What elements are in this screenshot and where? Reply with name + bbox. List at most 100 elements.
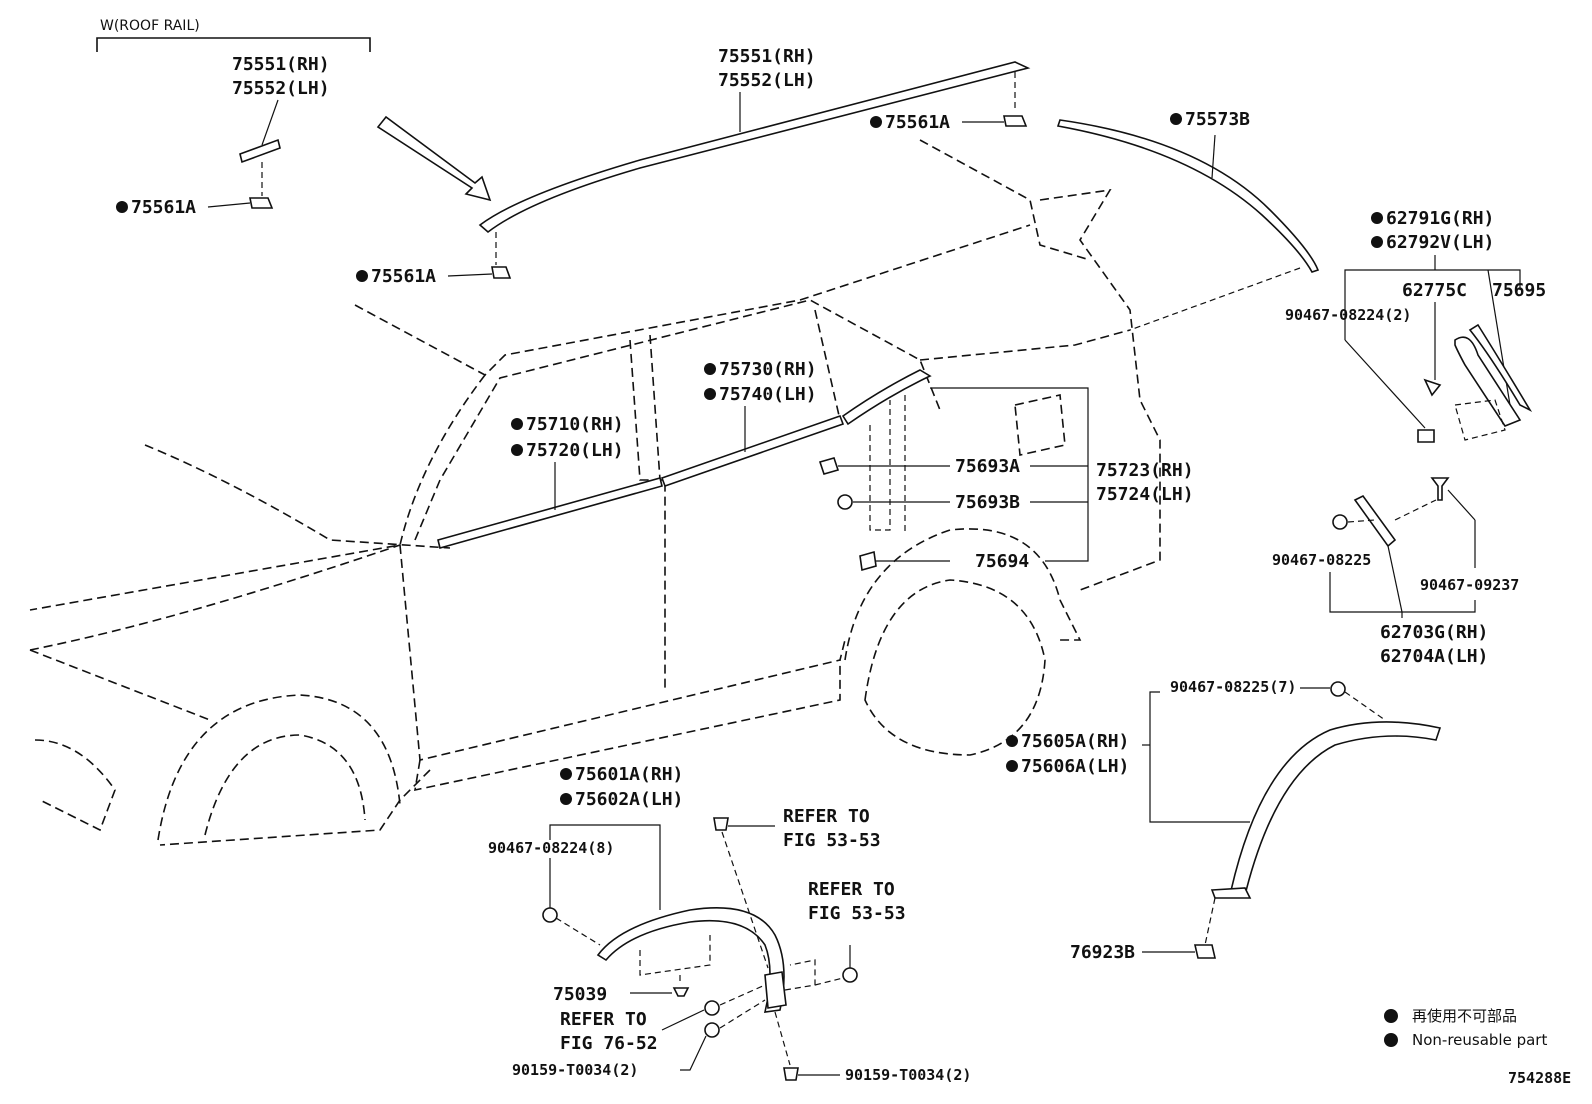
direction-arrow	[376, 115, 492, 202]
refer-mid-line2: FIG 53-53	[808, 903, 906, 924]
spoiler-edge-part	[1468, 323, 1533, 412]
spoiler-strip-part	[1056, 119, 1320, 273]
quarter-mldg-part	[841, 369, 932, 426]
pillar-clip-a-part	[1332, 514, 1348, 530]
front-arch-group: 75601A(RH) 75602A(LH) 90467-08224(8) 750…	[488, 764, 971, 1084]
belt-front-rh-label: 75710(RH)	[526, 414, 624, 435]
pillar-clip-a-label: 90467-08225	[1272, 551, 1371, 569]
group-header: W(ROOF RAIL)	[100, 18, 200, 34]
spoiler-assembly-group: 62791G(RH) 62792V(LH) 62775C 75695 90467…	[1285, 208, 1546, 443]
pillar-clip-b-label: 90467-09237	[1420, 576, 1519, 594]
figure-id: 754288E	[1508, 1069, 1571, 1087]
front-arch-clip-label: 90467-08224(8)	[488, 839, 614, 857]
legend: 再使用不可部品 Non-reusable part	[1384, 1007, 1547, 1049]
spoiler-strip-group: 75573B	[1056, 109, 1320, 331]
rear-arch-nut-label: 76923B	[1070, 942, 1135, 963]
legend-en: Non-reusable part	[1412, 1031, 1547, 1049]
screw-right-part	[783, 1067, 799, 1081]
rear-arch-clip-part	[1330, 681, 1346, 697]
quarter-mldg-rh-label: 75723(RH)	[1096, 460, 1194, 481]
spoiler-sub-b-label: 75695	[1492, 280, 1546, 301]
quarter-clip-c-label: 75694	[975, 551, 1029, 572]
inset-rail-rh-label: 75551(RH)	[232, 54, 330, 75]
spoiler-lh-label: 62792V(LH)	[1386, 232, 1494, 253]
front-arch-lh-label: 75602A(LH)	[575, 789, 683, 810]
rear-arch-rh-label: 75605A(RH)	[1021, 731, 1129, 752]
roof-rail-rh-label: 75551(RH)	[718, 46, 816, 67]
rear-arch-clip-label: 90467-08225(7)	[1170, 678, 1296, 696]
pillar-rh-label: 62703G(RH)	[1380, 622, 1488, 643]
quarter-clip-c-part	[859, 550, 877, 572]
nonreusable-mark	[704, 388, 716, 400]
nonreusable-mark	[560, 793, 572, 805]
quarter-clip-a-part	[818, 457, 840, 475]
roof-clip-rear-part	[1003, 115, 1028, 127]
legend-jp: 再使用不可部品	[1412, 1007, 1517, 1025]
nonreusable-mark	[511, 444, 523, 456]
quarter-clip-b-label: 75693B	[955, 492, 1020, 513]
quarter-clip-group: 75693A 75693B 75694 75723(RH) 75724(LH)	[818, 387, 1194, 572]
rear-arch-group: 90467-08225(7) 75605A(RH) 75606A(LH) 769…	[1006, 678, 1442, 963]
bolt-upper-part	[704, 1000, 720, 1016]
belt-front-lh-label: 75720(LH)	[526, 440, 624, 461]
front-arch-rh-label: 75601A(RH)	[575, 764, 683, 785]
front-arch-part	[596, 907, 785, 1013]
quarter-mldg-lh-label: 75724(LH)	[1096, 484, 1194, 505]
legend-mark-icon	[1384, 1009, 1398, 1023]
belt-rear-part	[660, 414, 845, 488]
refer-low-line1: REFER TO	[560, 1009, 647, 1030]
spoiler-clip-part	[1423, 378, 1442, 397]
nonreusable-mark	[560, 768, 572, 780]
nonreusable-mark	[704, 363, 716, 375]
spoiler-rh-label: 62791G(RH)	[1386, 208, 1494, 229]
rear-arch-part	[1222, 721, 1442, 896]
belt-rear-lh-label: 75740(LH)	[719, 384, 817, 405]
legend-mark-icon	[1384, 1033, 1398, 1047]
pillar-garnish-part	[1353, 494, 1397, 548]
roof-clip-front-label: 75561A	[371, 266, 436, 287]
roof-rail-part	[478, 61, 1031, 234]
nonreusable-mark	[1170, 113, 1182, 125]
belt-moulding-group: 75710(RH) 75720(LH) 75730(RH) 75740(LH)	[437, 359, 932, 549]
refer-mid-clip-part	[842, 967, 858, 983]
roof-rail-lh-label: 75552(LH)	[718, 70, 816, 91]
roof-rail-group: 75551(RH) 75552(LH) 75561A 75561A	[356, 46, 1031, 287]
nonreusable-mark	[1006, 760, 1018, 772]
front-arch-clip-part	[542, 907, 558, 923]
screw-right-label: 90159-T0034(2)	[845, 1066, 971, 1084]
inset-rail-part	[239, 138, 281, 164]
roof-clip-front-part	[491, 266, 512, 279]
spoiler-clip2-part	[1417, 429, 1435, 443]
spoiler-sub-a-label: 62775C	[1402, 280, 1467, 301]
nonreusable-mark	[511, 418, 523, 430]
quarter-clip-a-label: 75693A	[955, 456, 1020, 477]
nonreusable-mark	[1371, 236, 1383, 248]
belt-rear-rh-label: 75730(RH)	[719, 359, 817, 380]
bolt-lower-part	[704, 1022, 720, 1038]
vehicle-outline	[29, 139, 1161, 846]
inset-clip-part	[249, 197, 274, 209]
spoiler-trim-part	[1454, 336, 1522, 427]
rear-arch-tab-part	[1210, 887, 1252, 899]
refer-low-line2: FIG 76-52	[560, 1033, 658, 1054]
pillar-clip-b-part	[1430, 477, 1450, 501]
nonreusable-mark	[1371, 212, 1383, 224]
pillar-lh-label: 62704A(LH)	[1380, 646, 1488, 667]
spoiler-clip-label: 90467-08224(2)	[1285, 306, 1411, 324]
inset-roof-rail: W(ROOF RAIL) 75551(RH) 75552(LH) 75561A	[96, 18, 371, 218]
refer-top-clip-part	[713, 817, 729, 831]
refer-mid-line1: REFER TO	[808, 879, 895, 900]
belt-front-part	[437, 477, 663, 549]
front-arch-clip2-label: 75039	[553, 984, 607, 1005]
screw-left-label: 90159-T0034(2)	[512, 1061, 638, 1079]
roof-clip-rear-label: 75561A	[885, 112, 950, 133]
inset-clip-label: 75561A	[131, 197, 196, 218]
front-arch-clip2-part	[672, 987, 690, 997]
refer-top-line1: REFER TO	[783, 806, 870, 827]
front-arch-bracket-part	[764, 971, 787, 1009]
pillar-garnish-group: 90467-08225 90467-09237 62703G(RH) 62704…	[1272, 477, 1519, 667]
nonreusable-mark	[870, 116, 882, 128]
rear-arch-lh-label: 75606A(LH)	[1021, 756, 1129, 777]
